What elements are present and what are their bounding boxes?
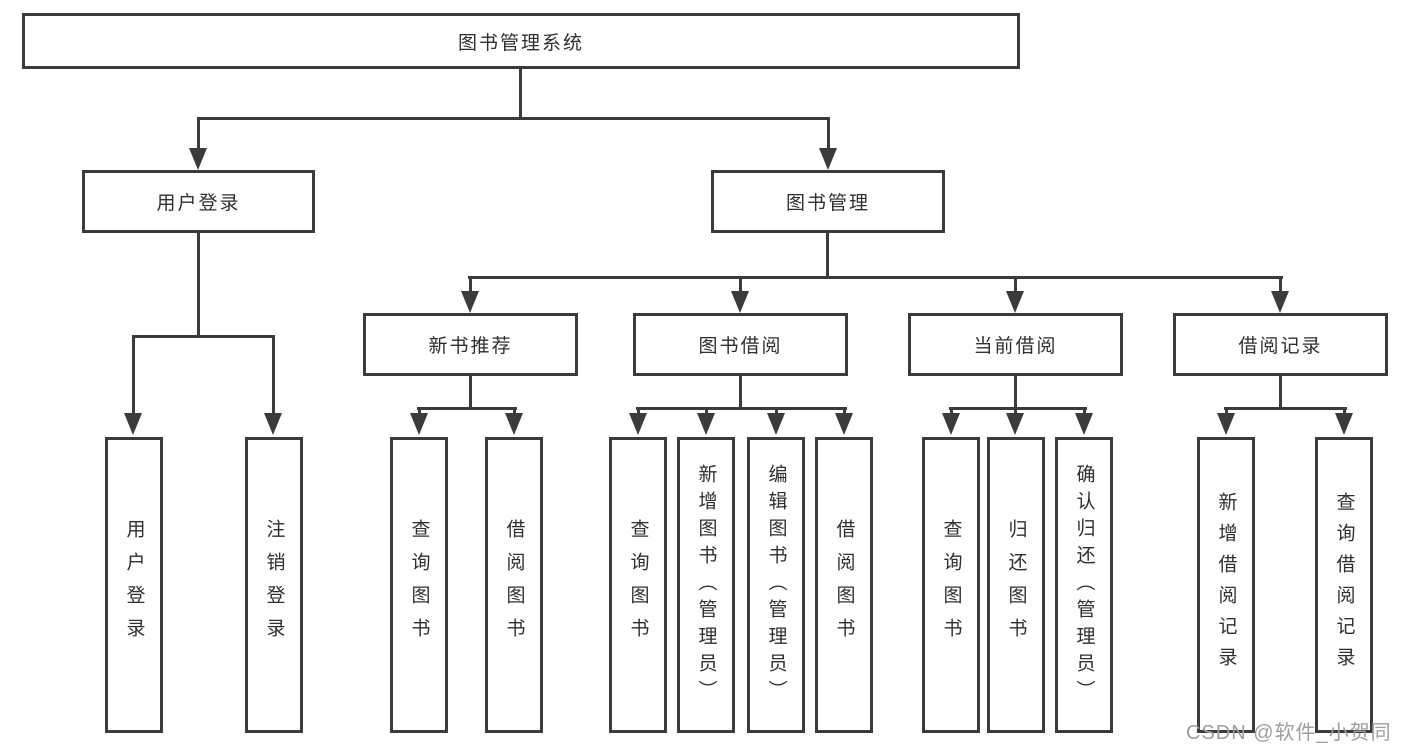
leaf-borrowing-edit-books-admin: 编辑图书（管理员） xyxy=(747,437,805,733)
arrow-down xyxy=(629,413,647,435)
connector-drop xyxy=(1014,276,1017,293)
arrow-down xyxy=(1075,413,1093,435)
leaf-borrowing-query-books-label: 查询图书 xyxy=(627,519,649,651)
leaf-current-return-books-label: 归还图书 xyxy=(1005,519,1027,651)
arrow-down xyxy=(1006,413,1024,435)
connector-drop xyxy=(197,117,200,150)
connector-drop xyxy=(827,117,830,150)
node-borrowing-records: 借阅记录 xyxy=(1173,313,1388,376)
leaf-borrowing-borrow-books: 借阅图书 xyxy=(815,437,873,733)
leaf-current-confirm-return-admin: 确认归还（管理员） xyxy=(1055,437,1113,733)
leaf-records-query-record: 查询借阅记录 xyxy=(1315,437,1373,733)
connector-records-stem xyxy=(1279,376,1282,409)
connector-drop xyxy=(950,407,953,415)
connector-drop xyxy=(1014,407,1017,415)
arrow-down xyxy=(505,413,523,435)
node-root: 图书管理系统 xyxy=(22,13,1020,69)
connector-level3-bus xyxy=(468,276,1283,279)
arrow-down xyxy=(124,413,142,435)
node-current-borrowing-label: 当前借阅 xyxy=(973,336,1058,357)
connector-userlogin-bus xyxy=(132,335,275,338)
connector-drop xyxy=(705,407,708,415)
leaf-user-login-label: 用户登录 xyxy=(123,519,145,651)
arrow-down xyxy=(819,148,837,170)
leaf-recommend-query-books: 查询图书 xyxy=(390,437,448,733)
connector-drop xyxy=(843,407,846,415)
connector-root-stem xyxy=(519,69,522,119)
leaf-records-query-record-label: 查询借阅记录 xyxy=(1333,492,1355,678)
arrow-down xyxy=(767,413,785,435)
connector-drop xyxy=(418,407,421,415)
leaf-records-add-record: 新增借阅记录 xyxy=(1197,437,1255,733)
csdn-watermark: CSDN @软件_小贺同学 xyxy=(1186,722,1392,744)
connector-borrowing-bus xyxy=(636,407,847,410)
leaf-logout-label: 注销登录 xyxy=(263,519,285,651)
connector-drop xyxy=(1279,276,1282,293)
connector-drop xyxy=(1225,407,1228,415)
connector-drop xyxy=(272,335,275,414)
leaf-records-add-record-label: 新增借阅记录 xyxy=(1215,492,1237,678)
connector-drop xyxy=(1343,407,1346,415)
node-user-login-label: 用户登录 xyxy=(156,193,241,214)
node-borrowing-records-label: 借阅记录 xyxy=(1238,336,1323,357)
connector-drop xyxy=(739,276,742,293)
leaf-recommend-borrow-books: 借阅图书 xyxy=(485,437,543,733)
connector-borrowing-stem xyxy=(739,376,742,409)
node-user-login: 用户登录 xyxy=(82,170,315,233)
leaf-current-return-books: 归还图书 xyxy=(987,437,1045,733)
connector-drop xyxy=(1083,407,1086,415)
node-new-book-recommend: 新书推荐 xyxy=(363,313,578,376)
connector-bookmgmt-stem xyxy=(826,233,829,278)
leaf-borrowing-add-books-admin: 新增图书（管理员） xyxy=(677,437,735,733)
connector-drop xyxy=(637,407,640,415)
connector-level1-bus xyxy=(197,117,830,120)
leaf-logout: 注销登录 xyxy=(245,437,303,733)
connector-drop xyxy=(775,407,778,415)
connector-drop xyxy=(513,407,516,415)
connector-records-bus xyxy=(1224,407,1347,410)
arrow-down xyxy=(1217,413,1235,435)
arrow-down xyxy=(1006,291,1024,313)
leaf-current-confirm-return-admin-label: 确认归还（管理员） xyxy=(1073,463,1095,707)
leaf-current-query-books: 查询图书 xyxy=(922,437,980,733)
arrow-down xyxy=(264,413,282,435)
arrow-down xyxy=(731,291,749,313)
leaf-current-query-books-label: 查询图书 xyxy=(940,519,962,651)
leaf-borrowing-edit-books-admin-label: 编辑图书（管理员） xyxy=(765,463,787,707)
leaf-recommend-query-books-label: 查询图书 xyxy=(408,519,430,651)
arrow-down xyxy=(1271,291,1289,313)
node-root-label: 图书管理系统 xyxy=(457,32,584,54)
connector-current-bus xyxy=(949,407,1087,410)
arrow-down xyxy=(697,413,715,435)
leaf-user-login: 用户登录 xyxy=(105,437,163,733)
connector-recommend-bus xyxy=(417,407,517,410)
leaf-borrowing-query-books: 查询图书 xyxy=(609,437,667,733)
connector-userlogin-stem xyxy=(197,233,200,337)
connector-drop xyxy=(132,335,135,414)
leaf-borrowing-borrow-books-label: 借阅图书 xyxy=(833,519,855,651)
connector-current-stem xyxy=(1014,376,1017,409)
leaf-borrowing-add-books-admin-label: 新增图书（管理员） xyxy=(695,463,717,707)
arrow-down xyxy=(189,148,207,170)
arrow-down xyxy=(942,413,960,435)
node-book-management: 图书管理 xyxy=(711,170,945,233)
node-current-borrowing: 当前借阅 xyxy=(908,313,1123,376)
node-new-book-recommend-label: 新书推荐 xyxy=(428,336,513,357)
arrow-down xyxy=(461,291,479,313)
node-book-borrowing-label: 图书借阅 xyxy=(698,336,783,357)
node-book-borrowing: 图书借阅 xyxy=(633,313,848,376)
arrow-down xyxy=(410,413,428,435)
node-book-management-label: 图书管理 xyxy=(785,193,870,214)
connector-recommend-stem xyxy=(469,376,472,409)
arrow-down xyxy=(835,413,853,435)
leaf-recommend-borrow-books-label: 借阅图书 xyxy=(503,519,525,651)
arrow-down xyxy=(1335,413,1353,435)
connector-drop xyxy=(469,276,472,293)
